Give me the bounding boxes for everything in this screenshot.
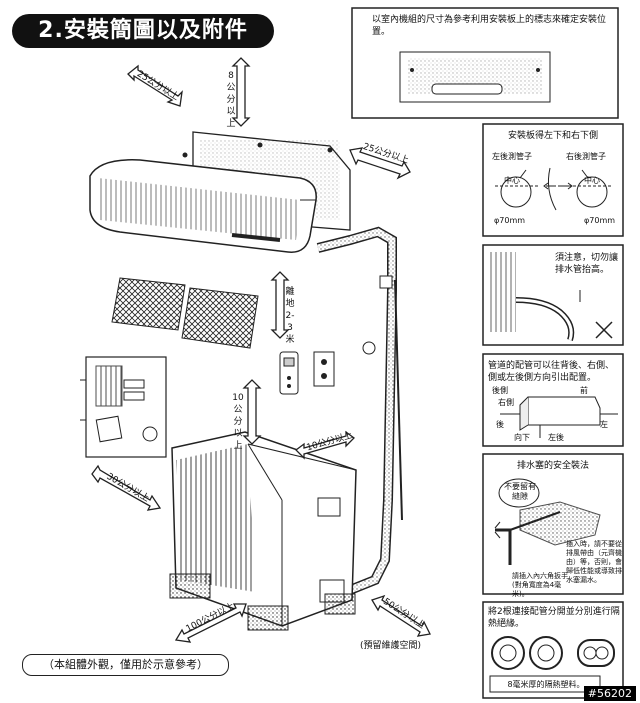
left-hole-label: 左後測管子 <box>492 152 532 161</box>
right-hole-label: 右後測管子 <box>566 152 606 161</box>
footnote: （本組體外觀，僅用於示意參考） <box>22 654 229 676</box>
anti-vibration-pads <box>169 573 356 631</box>
label-top-8: 8公分以上 <box>226 71 236 129</box>
hex-key-note: 請插入內六角扳手(對角寬度為4毫米)。 <box>512 572 568 598</box>
insert-note: 插入時，請不要從排風帶由（元齊機由）等，否則，會歸低性能或導致排水塞漏水。 <box>566 540 622 584</box>
arrow-thirty <box>91 464 162 511</box>
insulation-heading: 將2根連接配管分開並分別進行隔熱絕緣。 <box>488 607 620 629</box>
indoor-unit <box>89 159 317 253</box>
drain-plug-drawing <box>494 478 601 565</box>
clearance-arrows <box>91 57 431 643</box>
label-reserve-space: (預留維護空間) <box>360 641 422 651</box>
dir-back: 後側 <box>492 386 508 395</box>
drain-warning-text: 須注意，切勿讓排水管抬高。 <box>555 253 619 275</box>
top-note-text: 以室內機組的尺寸為參考利用安裝板上的標志來確定安裝位置。 <box>372 15 607 37</box>
arrow-ten-above <box>242 379 262 445</box>
remote-controller <box>279 351 299 395</box>
pipe-direction-text: 管道的配管可以往背後、右側、側或左後側方向引出配置。 <box>488 361 615 383</box>
drain-hose-drawing <box>488 252 613 341</box>
dir-right-side: 右側 <box>498 398 514 407</box>
center-right-label: 中心 <box>584 176 600 185</box>
insulation-drawing <box>489 636 615 693</box>
arrow-hundred <box>174 603 247 643</box>
remote-holder <box>313 351 335 387</box>
arrow-ten-right <box>295 430 355 460</box>
air-filters <box>111 277 259 349</box>
serial-number: #56202 <box>583 686 636 701</box>
arrow-right-25 <box>349 147 411 180</box>
drain-plug-heading: 排水塞的安全裝法 <box>516 461 589 471</box>
pipe-hole-drawing <box>495 167 613 211</box>
accessory-inset-drawing <box>80 365 158 443</box>
refrigerant-piping <box>316 226 403 595</box>
pipe-holes-heading: 安裝板得左下和右下側 <box>507 131 598 141</box>
label-floor: 離地2-3米 <box>285 287 295 345</box>
arrow-left-25 <box>127 64 183 107</box>
arrow-floor <box>270 271 290 339</box>
gap-note: 不要留有縫隙 <box>504 482 536 501</box>
small-mounting-plate-illustration <box>399 51 551 103</box>
dir-down: 向下 <box>514 433 530 442</box>
dir-left: 左 <box>600 420 608 429</box>
arrow-top-8 <box>231 57 251 127</box>
page-title: 2.安裝簡圖以及附件 <box>12 14 274 48</box>
arrow-fifty <box>371 594 431 637</box>
outdoor-unit <box>171 431 357 627</box>
dia-right-label: φ70mm <box>584 216 616 225</box>
panel-drain-plug <box>482 453 624 595</box>
dir-left-rear: 左後 <box>548 433 564 442</box>
dir-rear: 後 <box>496 420 504 429</box>
dia-left-label: φ70mm <box>494 216 526 225</box>
center-left-label: 中心 <box>504 176 520 185</box>
pipe-direction-drawing <box>500 396 618 438</box>
insulation-material: 8毫米厚的隔熱塑料。 <box>507 680 585 689</box>
dir-front: 前 <box>580 386 588 395</box>
label-ten-above: 10公分以上 <box>232 393 244 451</box>
